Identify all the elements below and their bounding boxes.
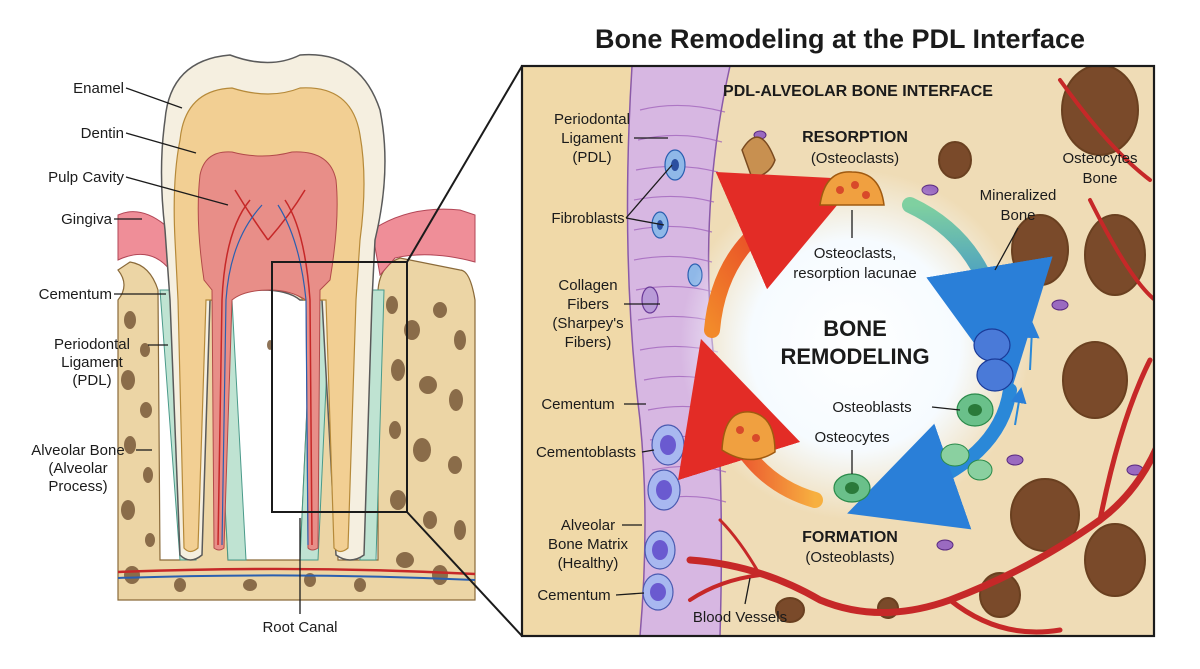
base-blood-vessel [117, 567, 476, 576]
mineralization-arrows [1010, 322, 1040, 426]
label-pdl-1: Periodontal [54, 336, 130, 353]
alveolar-matrix-label-2: Bone Matrix [548, 536, 629, 553]
osteoclast-bottom [721, 411, 776, 461]
label-root-canal: Root Canal [262, 619, 337, 636]
resorption-arrow [704, 172, 859, 338]
formation-subtitle: (Osteoblasts) [805, 549, 894, 566]
inset-pdl-label-3: (PDL) [572, 149, 611, 166]
label-alveolar-bone-2: (Alveolar [48, 460, 107, 477]
label-gingiva: Gingiva [61, 211, 113, 228]
inset-pdl-label-2: Ligament [561, 130, 624, 147]
bone-marrow-spaces [775, 66, 1146, 623]
pulp-cavity [197, 151, 338, 551]
collagen-label-1: Collagen [558, 277, 617, 294]
label-alveolar-bone-3: Process) [48, 478, 107, 495]
alveolar-matrix-label-3: (Healthy) [558, 555, 619, 572]
label-enamel: Enamel [73, 80, 124, 97]
collagen-label-4: Fibers) [565, 334, 612, 351]
osteoclasts-note-2: resorption lacunae [793, 265, 916, 282]
label-dentin: Dentin [81, 125, 124, 142]
gingiva-left [117, 211, 171, 272]
label-alveolar-bone-1: Alveolar Bone [31, 442, 124, 459]
pdl-interface-inset: PDL-ALVEOLAR BONE INTERFACE BONE REMODEL… [520, 64, 1156, 638]
formation-title: FORMATION [802, 529, 898, 546]
inset-header: PDL-ALVEOLAR BONE INTERFACE [723, 83, 993, 100]
cementoblast-cells [642, 424, 685, 611]
cementoblasts-label: Cementoblasts [536, 444, 636, 461]
label-pulp-cavity: Pulp Cavity [48, 169, 124, 186]
osteoblasts-label: Osteoblasts [832, 399, 911, 416]
tooth-cross-section [117, 53, 476, 601]
tooth-labels: Enamel Dentin Pulp Cavity Gingiva Cement… [31, 80, 337, 636]
center-label-2: REMODELING [780, 344, 929, 369]
gingiva-right [371, 208, 476, 277]
inset-cementum-band [522, 66, 644, 636]
zoom-line-top [406, 65, 523, 263]
osteoclasts-note-1: Osteoclasts, [814, 245, 897, 262]
alveolar-matrix-label-1: Alveolar [561, 517, 615, 534]
return-arrow [678, 338, 823, 508]
mineralized-bone-1: Mineralized [980, 187, 1057, 204]
osteoblast-cells [940, 328, 1014, 481]
diagram-title: Bone Remodeling at the PDL Interface [595, 24, 1085, 54]
collagen-label-3: (Sharpey's [552, 315, 623, 332]
inset-cementum-label: Cementum [541, 396, 614, 413]
mineralized-bone-2: Bone [1000, 207, 1035, 224]
inset-frame [520, 64, 1156, 638]
transition-arrow [902, 197, 1053, 394]
label-cementum: Cementum [39, 286, 112, 303]
pulp-vessels [217, 189, 313, 546]
label-pdl-2: Ligament [61, 354, 124, 371]
blood-vessels [686, 78, 1154, 635]
osteocytes-label: Osteocytes [814, 429, 889, 446]
osteocyte-cell [833, 473, 871, 503]
blood-vessels-label: Blood Vessels [693, 609, 787, 626]
zoom-line-bottom [406, 511, 523, 637]
resorption-title: RESORPTION [802, 129, 908, 146]
osteoclast-top [819, 171, 885, 206]
label-pdl-3: (PDL) [72, 372, 111, 389]
collagen-label-2: Fibers [567, 296, 609, 313]
inset-cementum-bottom-label: Cementum [537, 587, 610, 604]
center-label-1: BONE [823, 316, 887, 341]
inset-pdl-label-1: Periodontal [554, 111, 630, 128]
osteocytes-bone-1: Osteocytes [1062, 150, 1137, 167]
resorption-subtitle: (Osteoclasts) [811, 150, 899, 167]
formation-arrow [847, 383, 1017, 530]
osteocytes-bone-2: Bone [1082, 170, 1117, 187]
zoom-callout-box [271, 261, 408, 513]
trabecular-pores [121, 296, 466, 592]
fibroblasts-label: Fibroblasts [551, 210, 624, 227]
